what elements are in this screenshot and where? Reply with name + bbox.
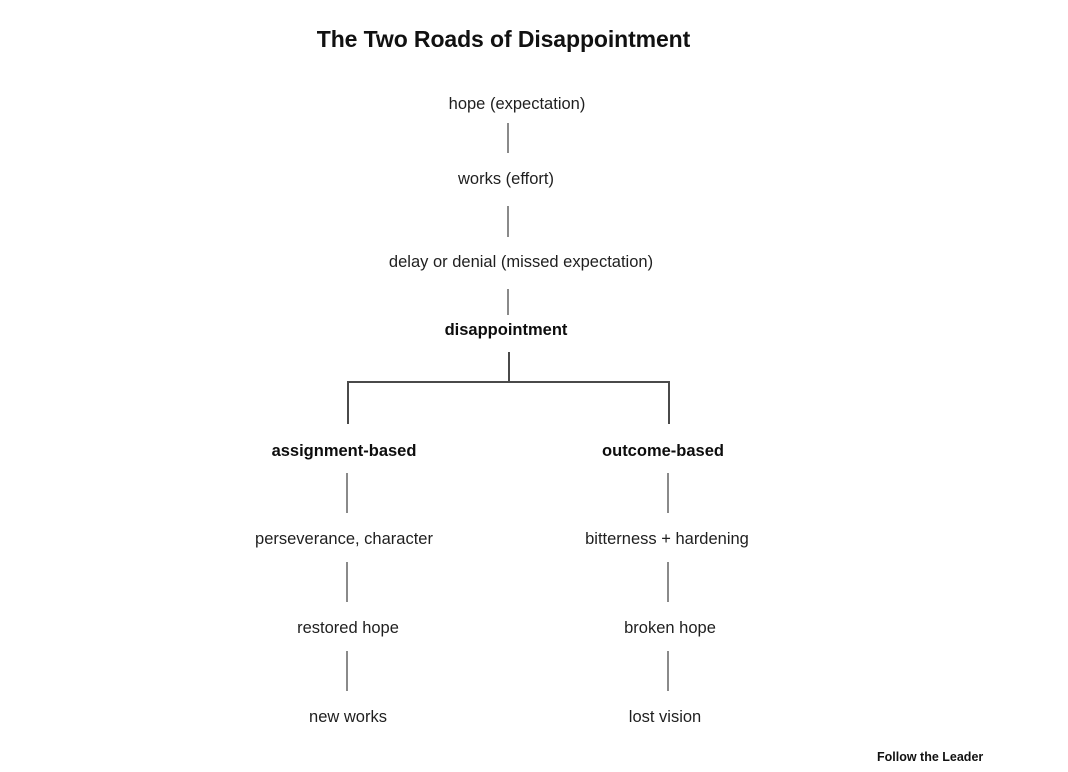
node-assignment-based: assignment-based xyxy=(271,442,417,460)
connector-delay-to-disappointment xyxy=(507,289,509,315)
connector-restored-hope-to-new-works xyxy=(346,651,348,691)
node-disappointment: disappointment xyxy=(444,321,568,339)
node-bitterness-hardening: bitterness + hardening xyxy=(585,530,749,548)
connector-perseverance-to-restored-hope xyxy=(346,562,348,602)
connector-assignment-to-perseverance xyxy=(346,473,348,513)
node-new-works: new works xyxy=(309,708,387,726)
node-delay-or-denial: delay or denial (missed expectation) xyxy=(388,253,654,271)
fork-horizontal-bar xyxy=(347,381,670,383)
connector-bitterness-to-broken-hope xyxy=(667,562,669,602)
connector-works-to-delay xyxy=(507,206,509,237)
footer-note: Follow the Leader xyxy=(877,750,984,764)
page-title: The Two Roads of Disappointment xyxy=(316,26,691,52)
connector-outcome-to-bitterness xyxy=(667,473,669,513)
fork-drop-left xyxy=(347,381,349,424)
fork-drop-right xyxy=(668,381,670,424)
node-hope: hope (expectation) xyxy=(448,95,586,113)
node-broken-hope: broken hope xyxy=(624,619,716,637)
node-works: works (effort) xyxy=(458,170,554,188)
connector-hope-to-works xyxy=(507,123,509,153)
connector-disappointment-to-fork xyxy=(508,352,510,382)
node-lost-vision: lost vision xyxy=(628,708,702,726)
connector-broken-hope-to-lost-vision xyxy=(667,651,669,691)
node-restored-hope: restored hope xyxy=(297,619,399,637)
node-perseverance-character: perseverance, character xyxy=(255,530,433,548)
node-outcome-based: outcome-based xyxy=(602,442,724,460)
